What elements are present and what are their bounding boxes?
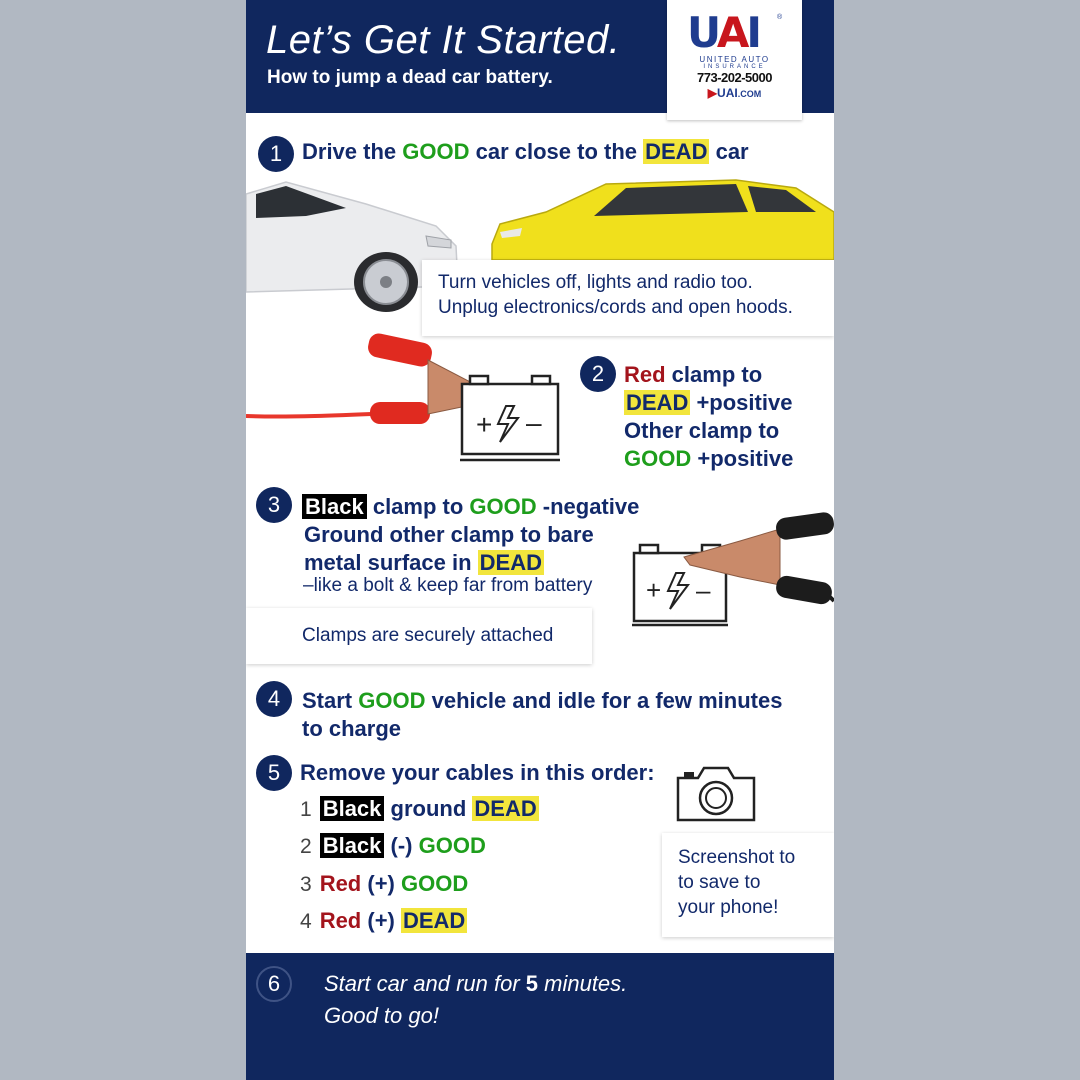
svg-text:+: +: [646, 575, 661, 605]
step-5-heading: Remove your cables in this order:: [300, 760, 655, 785]
infographic-card: Let’s Get It Started. How to jump a dead…: [246, 0, 834, 1080]
page-subtitle: How to jump a dead car battery.: [267, 67, 553, 88]
screenshot-note: Screenshot to to save to your phone!: [662, 833, 834, 937]
logo-company-name: UNITED AUTO: [699, 55, 770, 64]
logo-trademark: ®: [777, 14, 783, 21]
step-1-number: 1: [258, 136, 294, 172]
step-3-note: Clamps are securely attached: [246, 608, 592, 664]
black-clamp-battery-image: + –: [632, 512, 834, 627]
step-6-line-1: Start car and run for 5 minutes.: [324, 971, 628, 996]
step-6-line-2: Good to go!: [324, 1003, 439, 1028]
svg-text:–: –: [696, 575, 711, 605]
header-banner: Let’s Get It Started. How to jump a dead…: [246, 0, 834, 120]
svg-text:–: –: [526, 407, 542, 438]
yellow-car-image: [491, 179, 834, 261]
camera-icon: [676, 766, 756, 822]
logo-company-sub: INSURANCE: [703, 64, 766, 70]
step-5-number: 5: [256, 755, 292, 791]
step-1-note: Turn vehicles off, lights and radio too.…: [422, 260, 834, 336]
logo-phone: 773-202-5000: [697, 70, 772, 85]
uai-logo: UAI ® UNITED AUTO INSURANCE 773-202-5000…: [667, 0, 802, 120]
logo-mark: UAI: [687, 8, 762, 57]
white-car-image: [246, 181, 459, 312]
red-clamp-battery-image: + –: [246, 333, 560, 462]
step-1-text: Drive the GOOD car close to the DEAD car: [302, 139, 749, 164]
step-3-hint: –like a bolt & keep far from battery: [303, 575, 593, 596]
step-4-number: 4: [256, 681, 292, 717]
step-6-banner: 6 Start car and run for 5 minutes. Good …: [246, 953, 834, 1080]
logo-website: ▶UAI.COM: [707, 86, 762, 100]
step-3-text: Black clamp to GOOD -negative Ground oth…: [302, 494, 640, 575]
play-arrow-icon: ▶: [707, 86, 718, 100]
step-2-number: 2: [580, 356, 616, 392]
page-title: Let’s Get It Started.: [266, 18, 621, 62]
svg-text:+: +: [476, 409, 492, 440]
step-2-text: Red clamp to DEAD +positive Other clamp …: [624, 362, 794, 471]
step-6-number: 6: [256, 966, 292, 1002]
step-4-text: Start GOOD vehicle and idle for a few mi…: [302, 688, 783, 741]
step-3-number: 3: [256, 487, 292, 523]
